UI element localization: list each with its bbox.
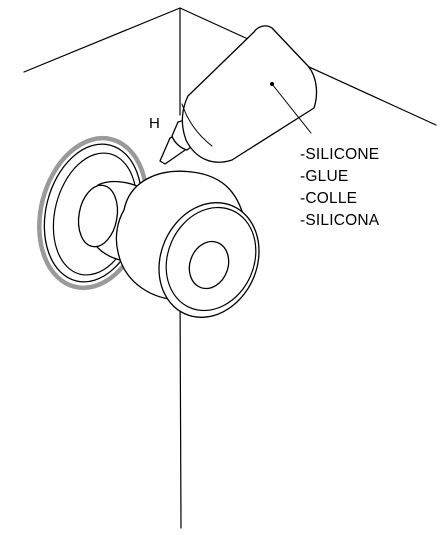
adhesive-list: -SILICONE -GLUE -COLLE -SILICONA: [300, 144, 379, 232]
wall-corner-lines: [23, 7, 437, 529]
adhesive-item: -COLLE: [300, 190, 358, 207]
callout-dot: [270, 82, 274, 86]
callout-leader: [270, 82, 312, 134]
ceiling-edge-left: [23, 7, 181, 73]
bottle-shoulder-line: [181, 103, 213, 147]
knob-head: [115, 170, 260, 318]
marker-label: H: [149, 115, 160, 132]
knob-face-inner-rim: [165, 206, 257, 312]
adhesive-item: -GLUE: [300, 168, 349, 185]
glue-bottle: [159, 25, 318, 165]
adhesive-item: -SILICONA: [300, 212, 380, 229]
knob-center-recess: [188, 240, 230, 290]
bottle-body: [181, 25, 318, 163]
adhesive-item: -SILICONE: [300, 146, 380, 163]
corner-edge-bottom: [179, 289, 182, 529]
